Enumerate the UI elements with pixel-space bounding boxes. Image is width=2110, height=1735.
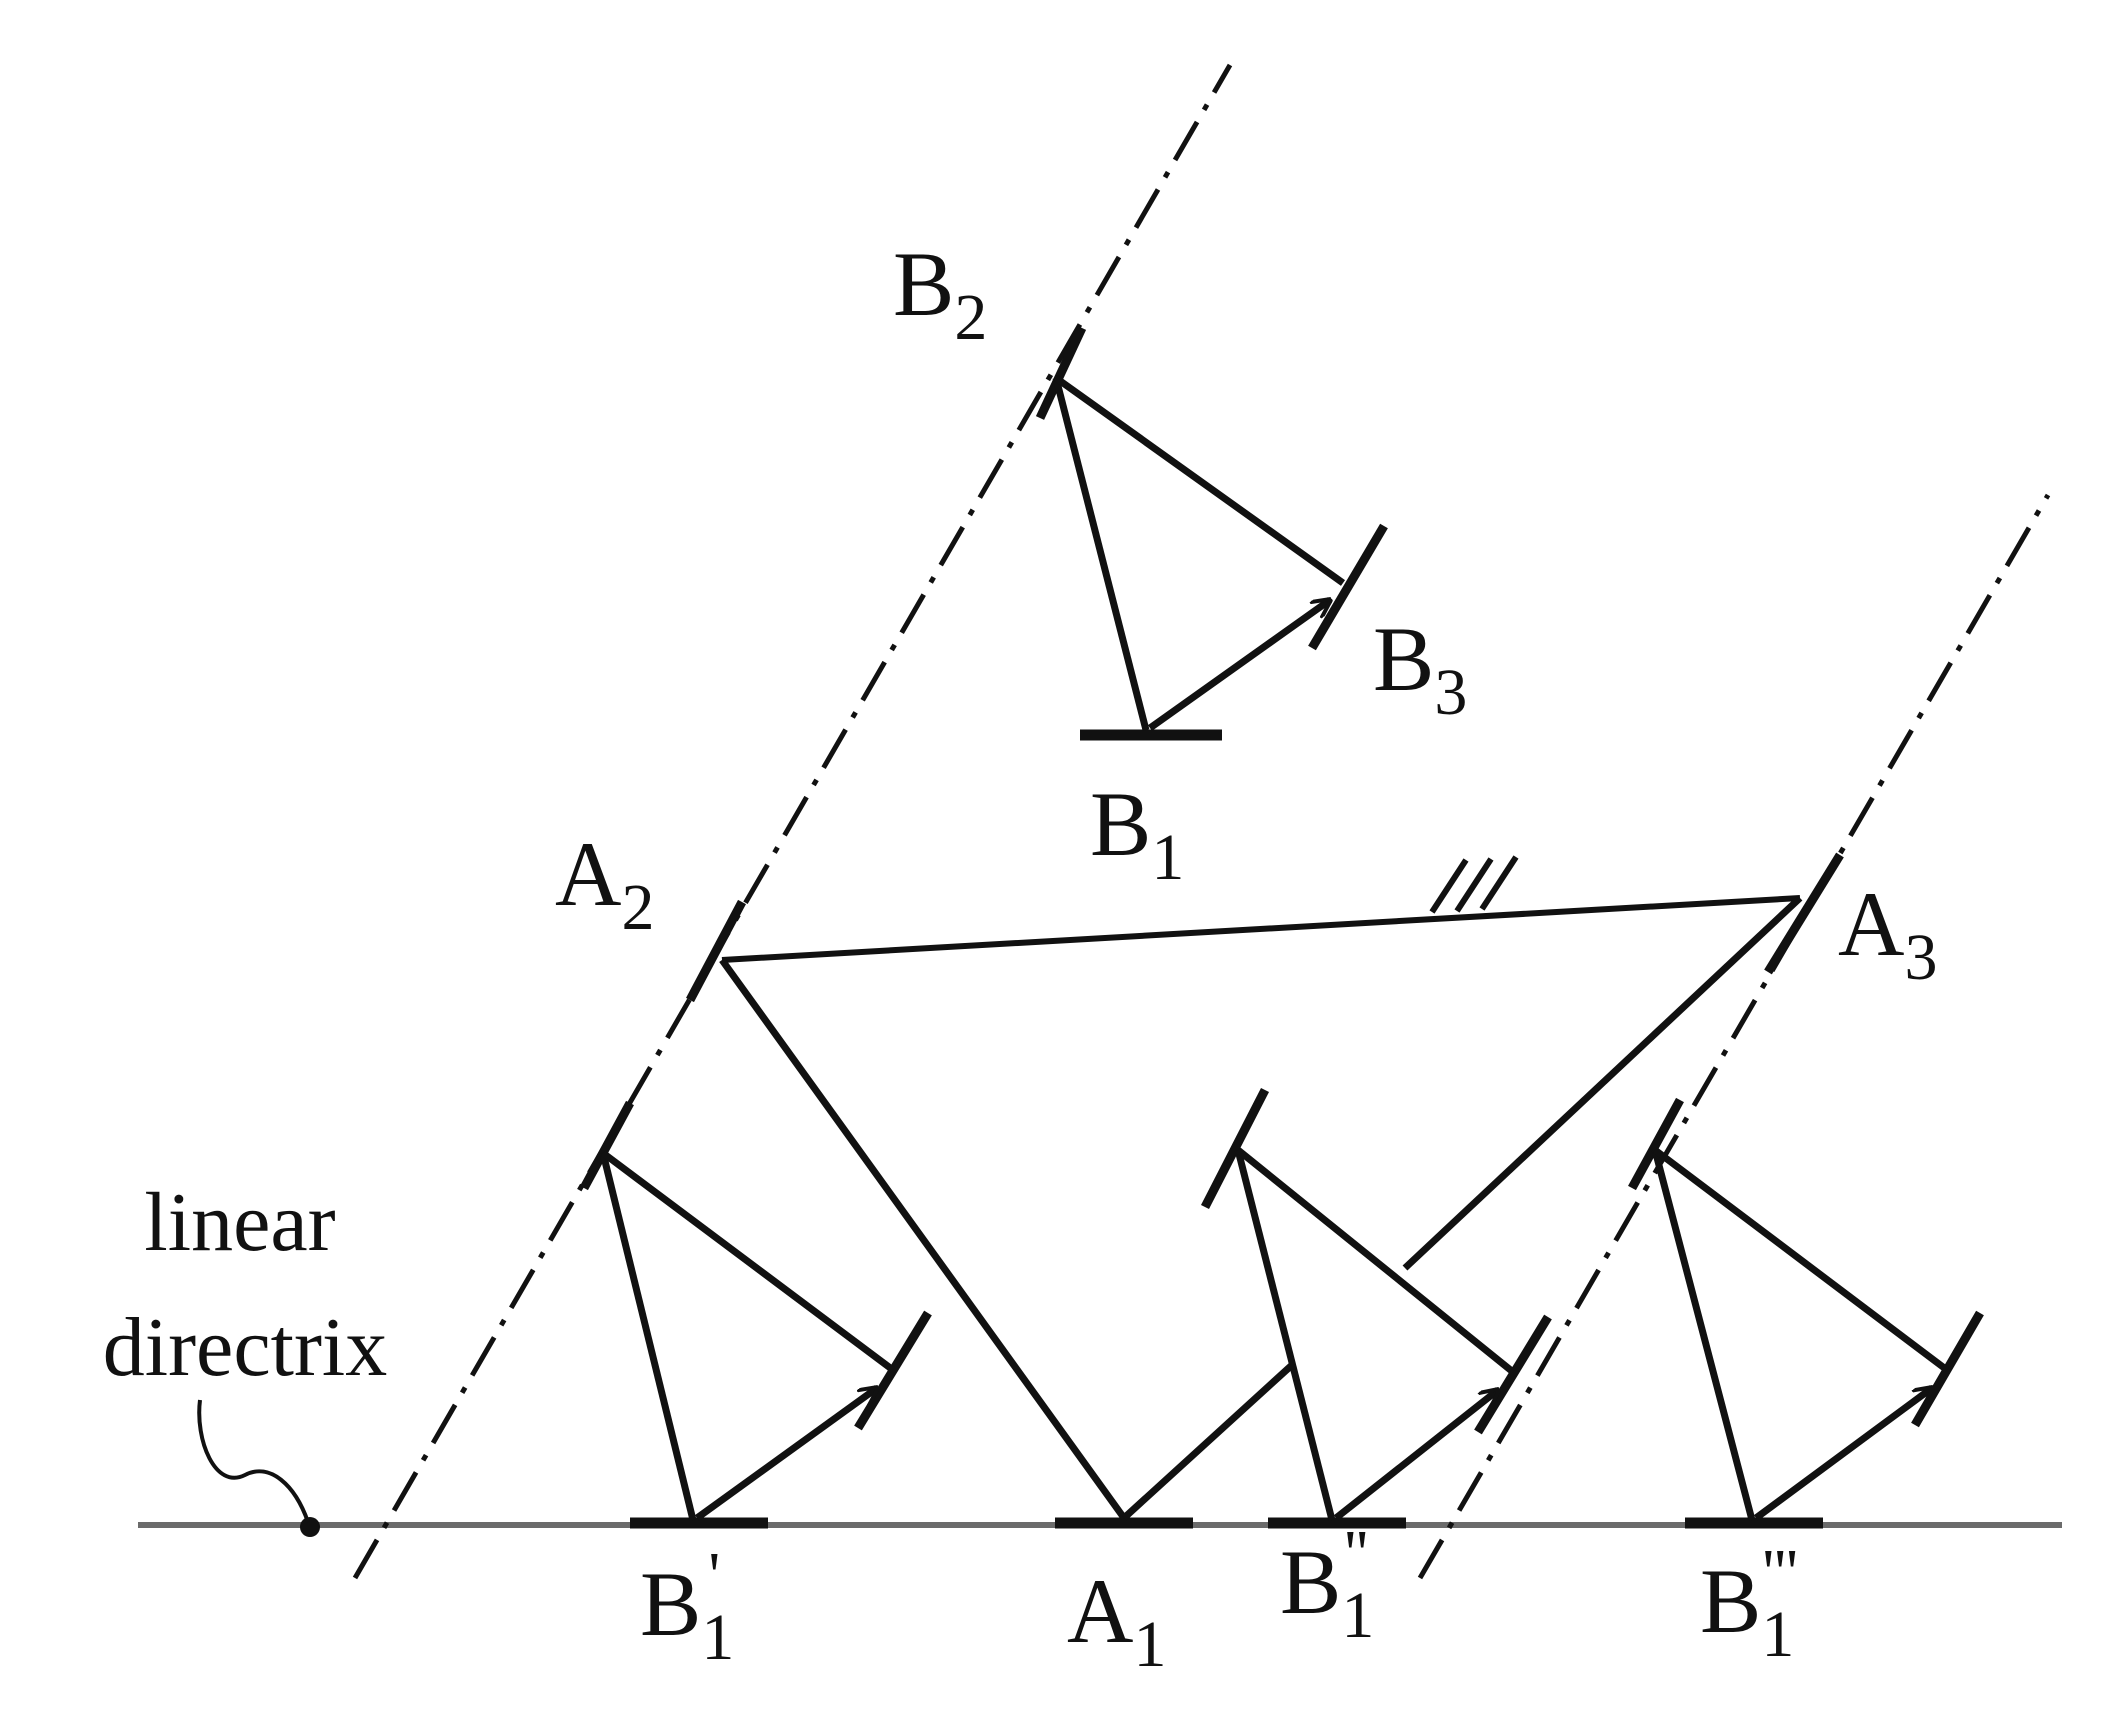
slider-b3	[1308, 523, 1388, 651]
slider-mid-right	[1474, 1314, 1552, 1435]
link-a3-mid	[1402, 895, 1803, 1271]
slider-a2	[686, 899, 746, 1003]
slider-b2	[1035, 326, 1087, 420]
label-a2: A2	[555, 823, 654, 944]
link-upper-right-mid	[1235, 1147, 1516, 1375]
arrow-bpp-right	[1333, 1390, 1498, 1521]
slider-a3	[1764, 852, 1844, 975]
directrix-leader	[197, 1399, 310, 1523]
slider-left-upper	[580, 1100, 634, 1191]
link-b2-b3	[1053, 375, 1346, 586]
arrow-bp-right	[694, 1388, 877, 1521]
label-b1: B1	[1090, 773, 1184, 894]
label-b3: B3	[1373, 608, 1467, 729]
hatch-2	[1454, 857, 1494, 913]
slider-mid-upper	[1200, 1087, 1270, 1210]
label-b1-doubleprime: B1''	[1280, 1517, 1374, 1652]
hatch-1	[1429, 858, 1469, 914]
slider-right-upper	[1628, 1097, 1684, 1191]
label-b1-prime: B1'	[640, 1539, 734, 1674]
label-a1: A1	[1067, 1560, 1166, 1681]
label-b1-tripleprime: B1'''	[1700, 1536, 1798, 1671]
link-upper-right-right	[1652, 1147, 1950, 1373]
annotation-line1: linear	[144, 1176, 335, 1269]
dash-dot-line-right	[1417, 493, 2051, 1580]
arrow-b1-b3	[1147, 600, 1330, 731]
link-bp-upper	[599, 1152, 697, 1521]
hatch-3	[1479, 855, 1519, 911]
link-bpp-upper	[1234, 1149, 1336, 1521]
link-b1-b2	[1052, 377, 1150, 731]
label-a3: A3	[1838, 873, 1937, 994]
directrix-dot	[300, 1517, 320, 1537]
arrow-bppp-right	[1753, 1388, 1932, 1521]
link-upper-right-left	[600, 1150, 896, 1373]
link-bppp-upper	[1651, 1149, 1756, 1521]
link-a1-mid	[1121, 1362, 1295, 1521]
label-b2: B2	[893, 233, 987, 354]
dash-dot-line-left	[352, 63, 1233, 1580]
slider-left-right	[854, 1310, 932, 1431]
link-a2-a1	[719, 957, 1127, 1521]
annotation-line2: directrix	[103, 1301, 388, 1394]
link-a2-a3	[721, 895, 1801, 963]
